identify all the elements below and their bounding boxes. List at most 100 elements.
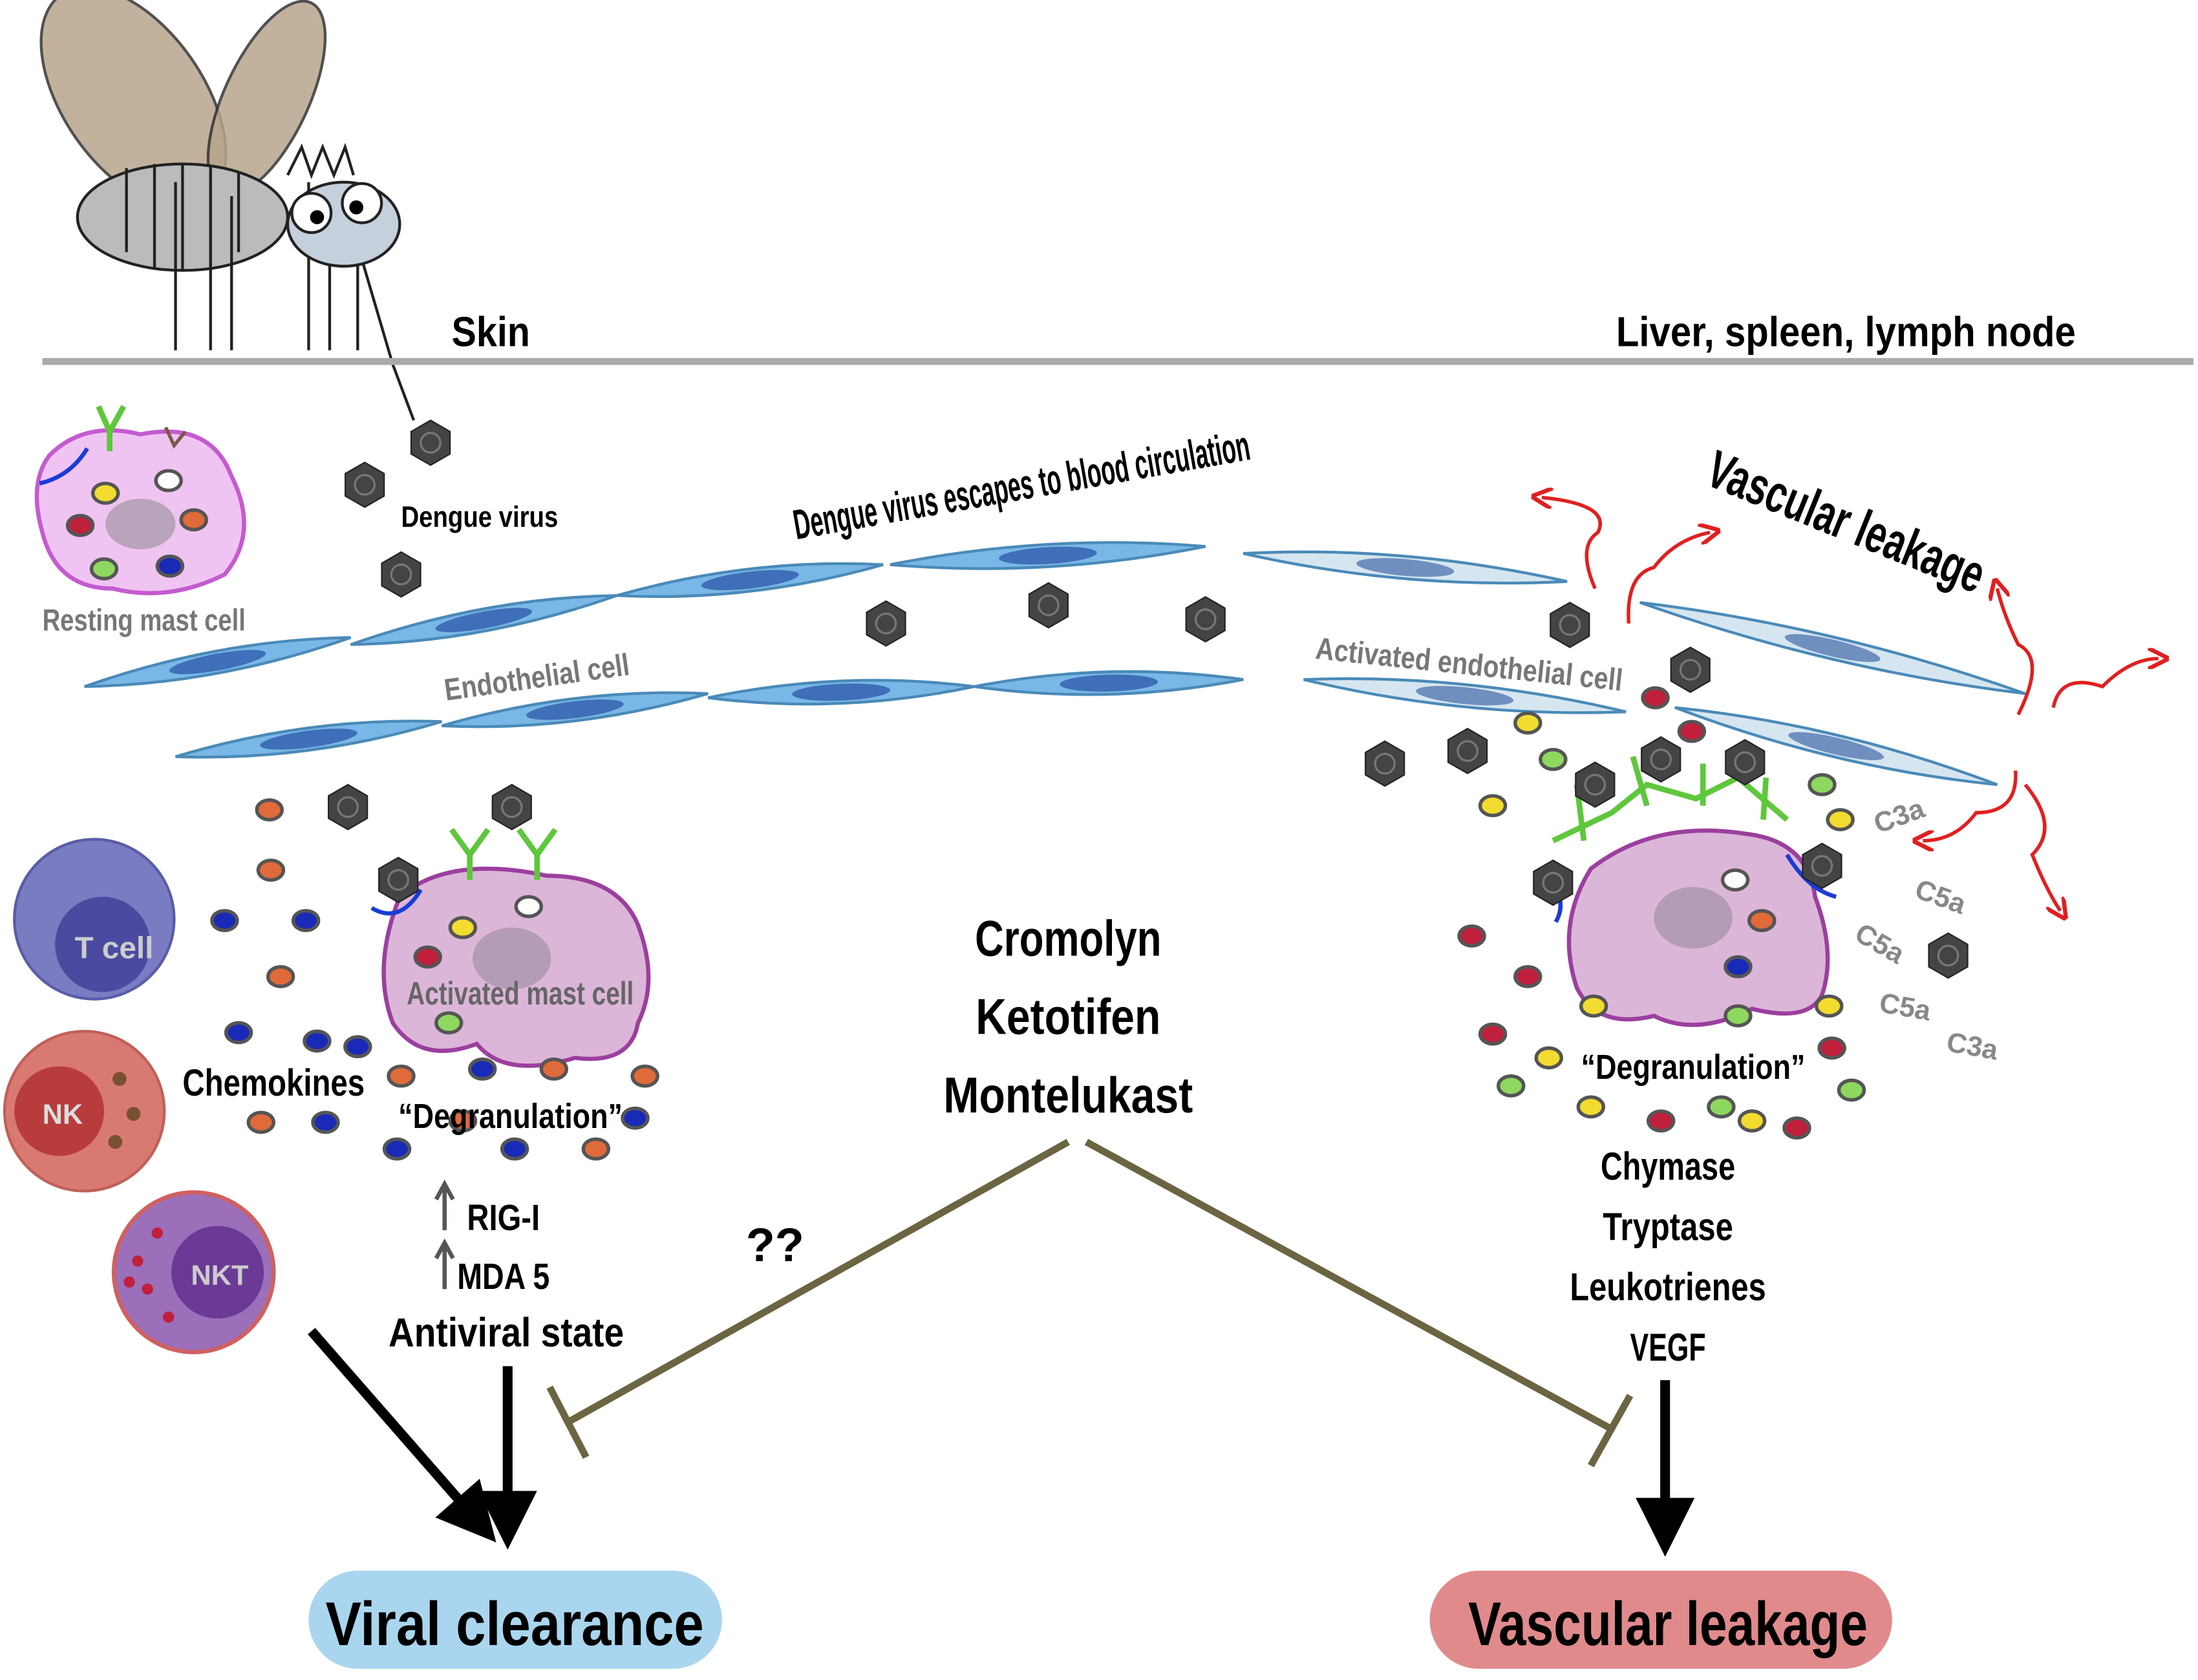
virus-core xyxy=(1542,871,1564,894)
dengue-virus-icon xyxy=(345,462,385,508)
granule xyxy=(539,1058,569,1081)
dengue-virus-icon xyxy=(410,420,451,466)
c3a-label: C3a xyxy=(1945,1026,2001,1066)
leakage-arrows xyxy=(1542,498,2159,911)
granule xyxy=(448,1109,478,1132)
activated-mast-cell-right xyxy=(1540,756,1837,1027)
nk-cell-label: NK xyxy=(43,1099,83,1130)
c3a-label: C3a xyxy=(1870,793,1929,840)
granule xyxy=(1579,994,1608,1018)
virus-core xyxy=(1679,659,1702,681)
virus-capsid xyxy=(410,420,451,466)
granule xyxy=(303,1029,332,1053)
dengue-virus-icon xyxy=(1670,646,1711,694)
granule xyxy=(1677,719,1707,743)
granule xyxy=(266,964,295,988)
granule xyxy=(291,909,321,933)
nkt-cell xyxy=(111,1190,276,1355)
granule xyxy=(630,1064,659,1088)
drug-cromolyn: Cromolyn xyxy=(975,909,1161,966)
granule xyxy=(179,508,208,532)
vascular-leakage-box xyxy=(1429,1570,1892,1669)
granule xyxy=(91,482,120,505)
cell-nucleus xyxy=(701,569,799,590)
granule xyxy=(1826,808,1855,831)
granule xyxy=(1513,711,1542,735)
c5a-label: C5a xyxy=(1850,917,1910,970)
dengue-virus-icon xyxy=(1641,736,1681,783)
granule xyxy=(343,1035,372,1059)
dengue-virus-icon xyxy=(1185,596,1226,643)
inhibition-lines xyxy=(546,1138,1634,1467)
virus-core xyxy=(1194,608,1217,630)
granule xyxy=(448,916,478,939)
mediator-chymase: Chymase xyxy=(1601,1144,1735,1188)
endothelial-cell xyxy=(1303,677,1627,714)
granule xyxy=(1497,1074,1526,1098)
endothelial-cell xyxy=(441,691,709,728)
virus-capsid xyxy=(866,600,906,647)
granule xyxy=(1539,747,1568,771)
granule xyxy=(1723,955,1753,979)
virus-core xyxy=(1584,774,1606,796)
granule xyxy=(514,895,543,919)
granule xyxy=(256,858,286,882)
granule xyxy=(1782,1116,1811,1140)
virus-capsid xyxy=(1928,932,1969,979)
granule xyxy=(1723,1004,1753,1028)
dengue-virus-icon xyxy=(1802,842,1842,889)
endothelial-cell xyxy=(616,562,884,599)
nkt-cell-label: NKT xyxy=(191,1260,249,1292)
virus-core xyxy=(1374,752,1396,775)
cell-nucleus xyxy=(1356,558,1455,577)
virus-core xyxy=(1038,594,1060,617)
granule xyxy=(1641,686,1670,710)
organs-label: Liver, spleen, lymph node xyxy=(1616,308,2076,355)
endothelial-cell xyxy=(1639,601,2026,696)
dengue-virus-icon xyxy=(1550,601,1590,648)
virus-capsid xyxy=(1533,859,1574,906)
cell-nucleus xyxy=(1784,633,1881,663)
cell-nucleus xyxy=(260,728,357,750)
granule xyxy=(311,1111,340,1134)
t-cell-label: T cell xyxy=(74,931,153,966)
nk-cell xyxy=(3,1030,166,1193)
cell-nucleus xyxy=(1416,686,1514,706)
unknown-effect-label: ?? xyxy=(746,1218,804,1271)
granule xyxy=(387,1064,416,1088)
virus-core xyxy=(420,432,442,454)
granule xyxy=(224,1021,253,1045)
complement-labels: C3a C5a C5a C5a C3a xyxy=(1850,793,2001,1067)
dengue-virus-icon xyxy=(1725,739,1766,786)
vascular-leakage-top-label: Vascular leakage xyxy=(1699,439,1994,604)
granule xyxy=(255,798,284,822)
granule xyxy=(1737,1109,1767,1132)
granule xyxy=(1720,868,1750,892)
cell-nucleus xyxy=(1788,732,1884,760)
t-cell xyxy=(13,838,176,1001)
mediator-leukotrienes: Leukotrienes xyxy=(1570,1265,1766,1309)
granule xyxy=(1647,1109,1676,1132)
virus-capsid xyxy=(1365,740,1405,787)
resting-mast-cell-label: Resting mast cell xyxy=(43,603,246,637)
virus-capsid xyxy=(1028,582,1069,629)
virus-capsid xyxy=(491,783,532,831)
dengue-virus-icon xyxy=(1575,761,1616,808)
cell-nucleus xyxy=(526,699,624,720)
virus-capsid xyxy=(1725,739,1766,786)
granule xyxy=(581,1137,611,1161)
dengue-virus-icon xyxy=(381,551,421,598)
granule xyxy=(382,1137,412,1161)
virus-core xyxy=(1734,751,1756,773)
virus-core xyxy=(387,869,409,891)
virus-capsid xyxy=(378,856,419,904)
granule xyxy=(1707,1095,1736,1119)
granule xyxy=(246,1111,275,1134)
dengue-virus-icon xyxy=(1028,582,1069,629)
drug-ketotifen: Ketotifen xyxy=(976,988,1160,1045)
cell-nucleus xyxy=(435,608,533,632)
up-arrow-icons xyxy=(434,1179,455,1290)
activated-mast-cell-left xyxy=(370,827,651,1068)
